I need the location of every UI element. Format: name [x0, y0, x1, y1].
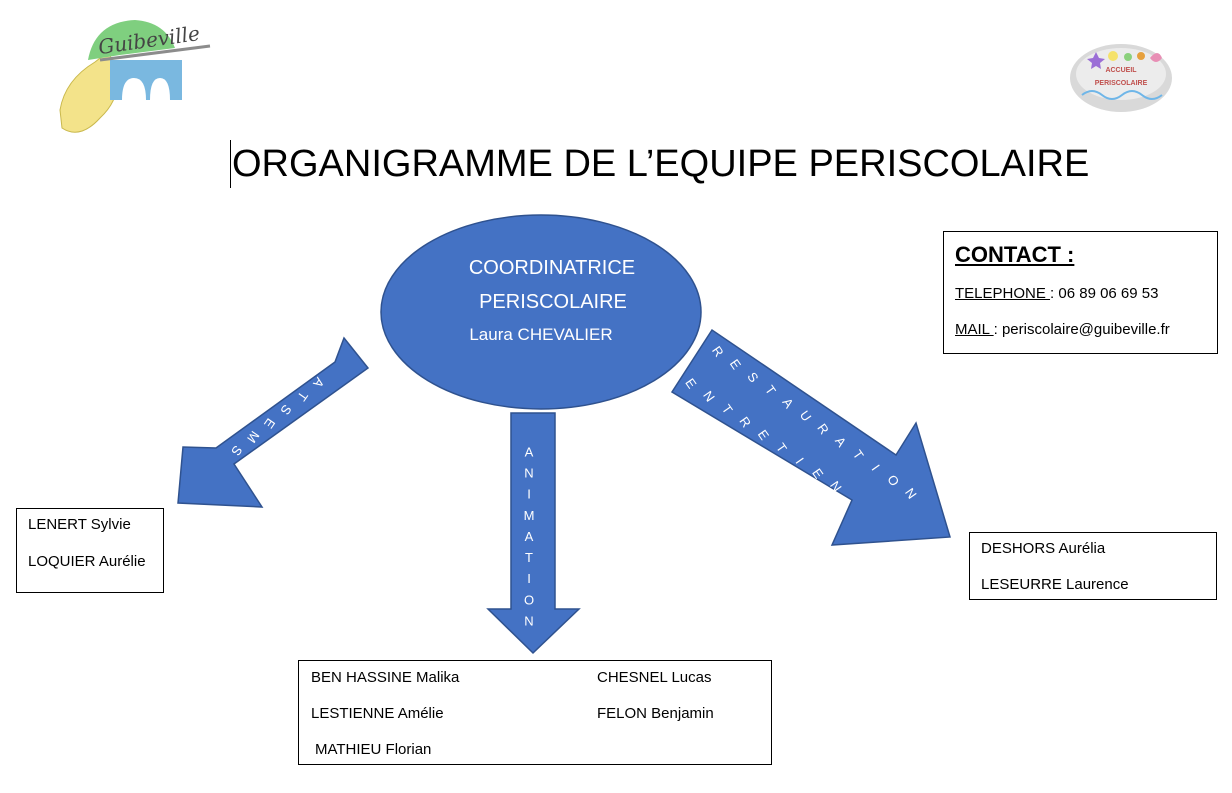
animation-letter: I	[527, 571, 531, 586]
phone-separator: :	[1050, 285, 1059, 302]
atsems-arrow	[177, 336, 370, 508]
restauration-box: DESHORS Aurélia LESEURRE Laurence	[969, 532, 1217, 600]
coordinator-line2: PERISCOLAIRE	[479, 291, 627, 313]
phone-label: TELEPHONE	[955, 285, 1051, 302]
mail-label: MAIL	[955, 321, 994, 338]
contact-mail-row: MAIL : periscolaire@guibeville.fr	[955, 321, 1170, 338]
list-item: BEN HASSINE Malika	[311, 669, 460, 686]
animation-letter: I	[527, 487, 531, 502]
list-item: LOQUIER Aurélie	[28, 553, 146, 570]
page-title: ORGANIGRAMME DE L’EQUIPE PERISCOLAIRE	[230, 140, 1089, 188]
animation-letter: N	[524, 613, 533, 628]
animation-arrow	[486, 412, 581, 655]
coordinator-line1: COORDINATRICE	[469, 257, 635, 279]
coordinator-name: Laura CHEVALIER	[469, 325, 612, 344]
list-item: MATHIEU Florian	[315, 741, 432, 758]
list-item: LESTIENNE Amélie	[311, 705, 444, 722]
contact-phone-row: TELEPHONE : 06 89 06 69 53	[955, 285, 1158, 302]
coordinator-ellipse	[380, 214, 702, 410]
logo-right-line2: PERISCOLAIRE	[1095, 80, 1148, 87]
mail-address[interactable]: periscolaire@guibeville.fr	[1001, 321, 1170, 338]
guibeville-logo: Guibeville	[59, 20, 211, 133]
mail-separator: :	[993, 321, 1002, 338]
animation-box: BEN HASSINE Malika LESTIENNE Amélie MATH…	[298, 660, 772, 765]
logo-right-line1: ACCUEIL	[1105, 67, 1137, 74]
animation-letter: N	[524, 466, 533, 481]
contact-box: CONTACT : TELEPHONE : 06 89 06 69 53 MAI…	[943, 231, 1218, 354]
atsems-box: LENERT Sylvie LOQUIER Aurélie	[16, 508, 164, 593]
animation-letter: M	[524, 508, 535, 523]
list-item: FELON Benjamin	[597, 705, 714, 722]
list-item: DESHORS Aurélia	[981, 540, 1106, 557]
animation-letter: O	[524, 592, 534, 607]
list-item: LESEURRE Laurence	[981, 576, 1129, 593]
animation-letter: A	[525, 444, 534, 459]
entretien-letter: I	[792, 455, 806, 467]
restauration-arrow	[670, 328, 951, 546]
contact-heading: CONTACT :	[955, 242, 1075, 267]
list-item: LENERT Sylvie	[28, 516, 131, 533]
restauration-letter: I	[869, 462, 883, 474]
list-item: CHESNEL Lucas	[597, 669, 712, 686]
phone-number[interactable]: 06 89 06 69 53	[1058, 285, 1159, 302]
animation-letter: T	[525, 550, 533, 565]
animation-letter: A	[525, 529, 534, 544]
accueil-periscolaire-logo: ACCUEIL PERISCOLAIRE	[1070, 44, 1172, 112]
